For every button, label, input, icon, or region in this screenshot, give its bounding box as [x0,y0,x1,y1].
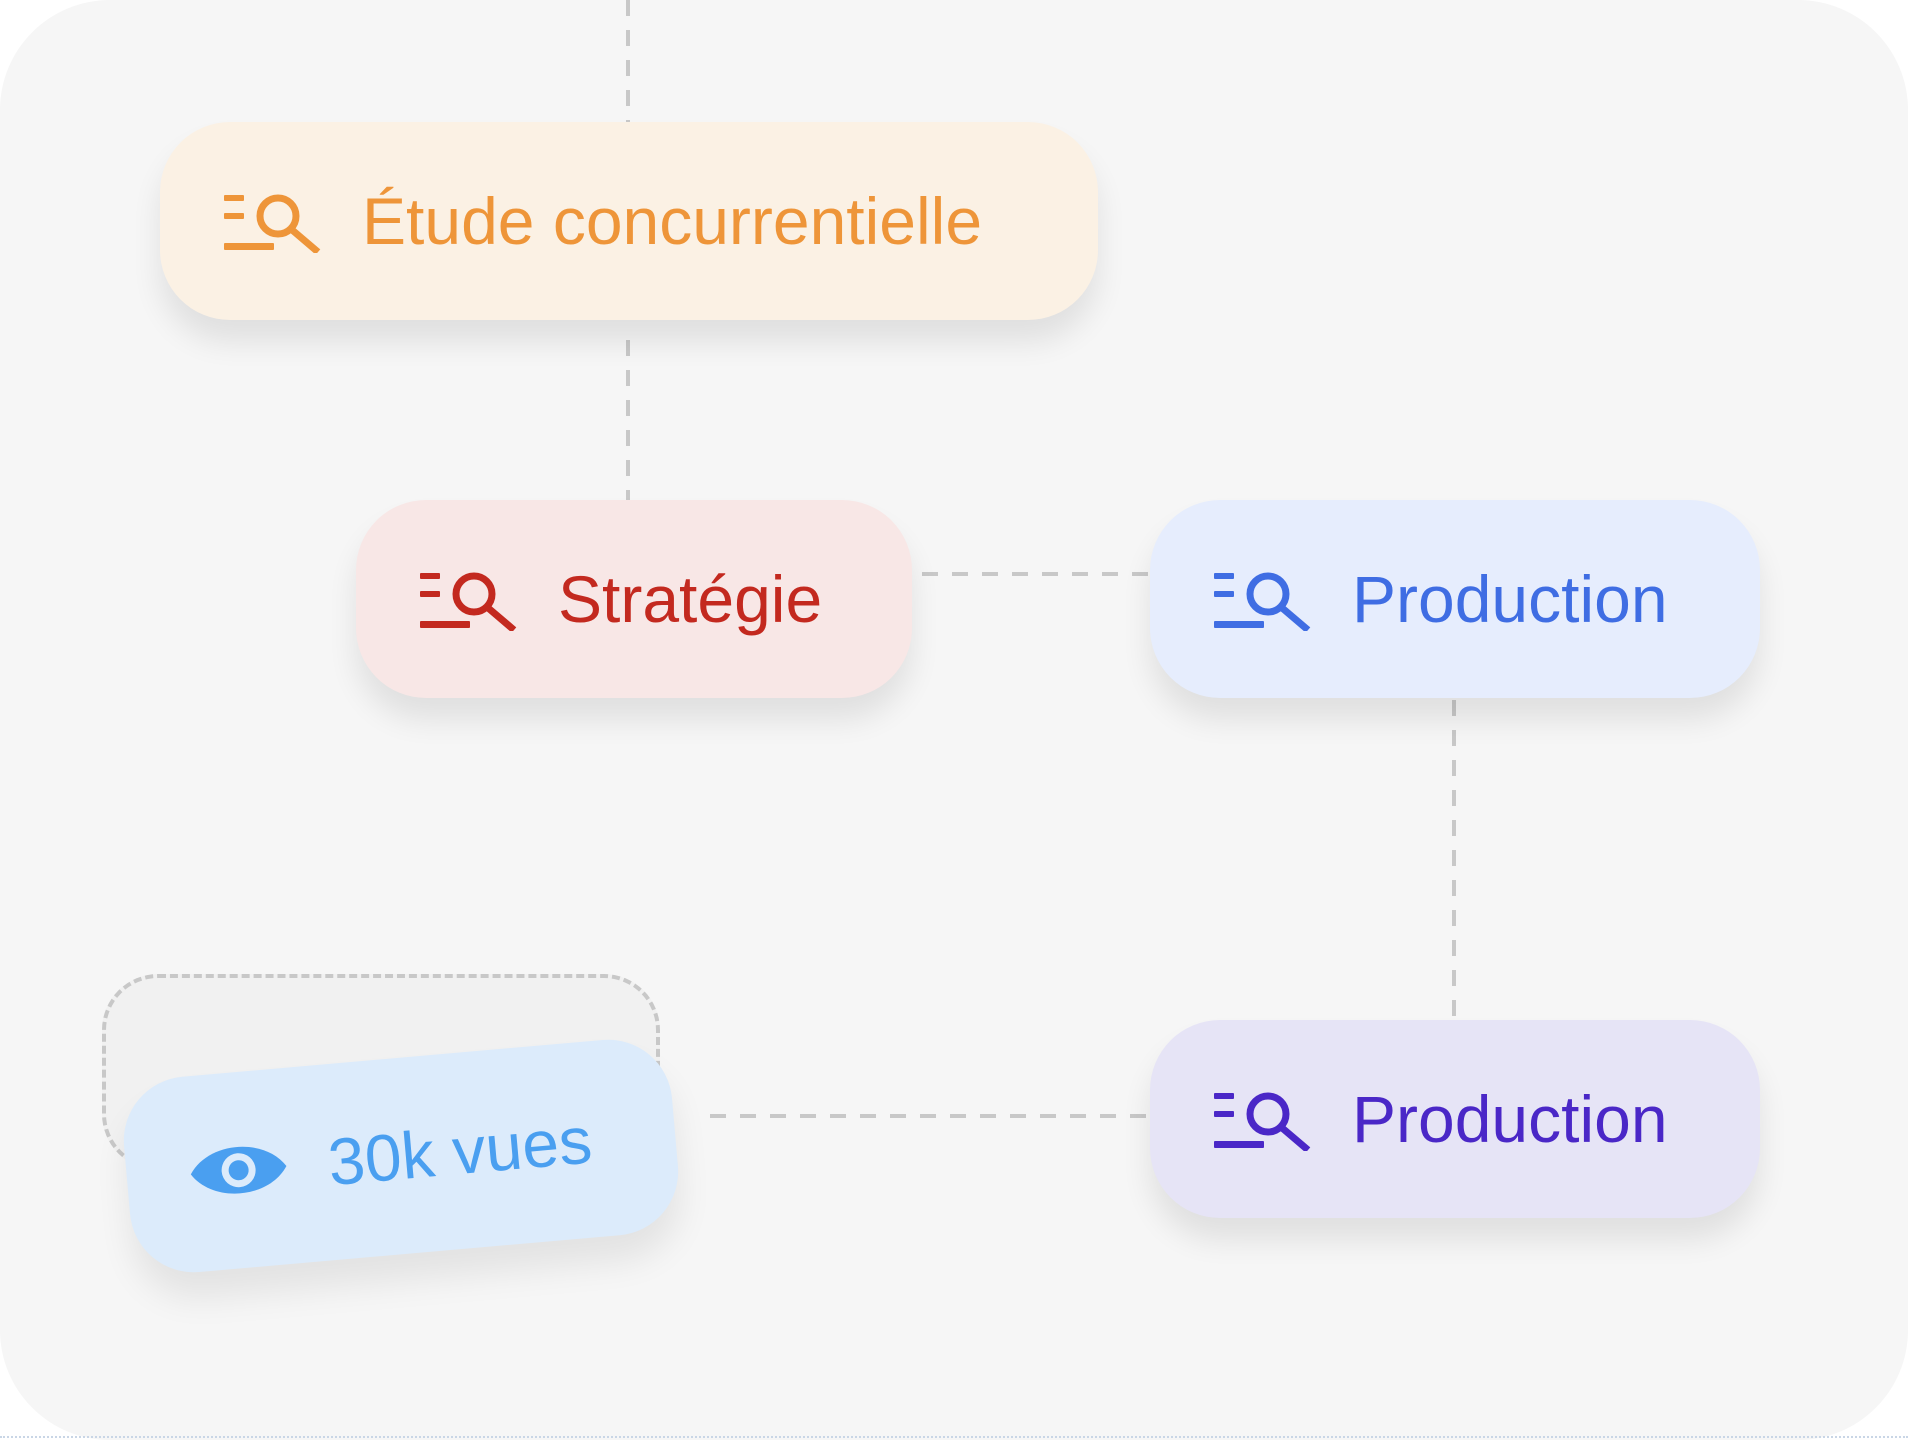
list-search-icon [420,572,517,631]
node-etude-concurrentielle[interactable]: Étude concurrentielle [160,122,1098,320]
list-search-icon [1214,572,1311,631]
views-badge[interactable]: 30k vues [118,1034,684,1278]
node-production-blue[interactable]: Production [1150,500,1760,698]
node-strategie[interactable]: Stratégie [356,500,912,698]
node-label: Production [1352,1082,1668,1156]
node-label: Stratégie [558,562,823,636]
node-label: Étude concurrentielle [362,184,983,258]
list-search-icon [1214,1092,1311,1151]
node-label: Production [1352,562,1668,636]
views-count-label: 30k vues [325,1102,595,1200]
list-search-icon [224,194,321,253]
eye-icon [190,1146,287,1194]
node-production-purple[interactable]: Production [1150,1020,1760,1218]
bottom-edge-divider [0,1436,1908,1438]
